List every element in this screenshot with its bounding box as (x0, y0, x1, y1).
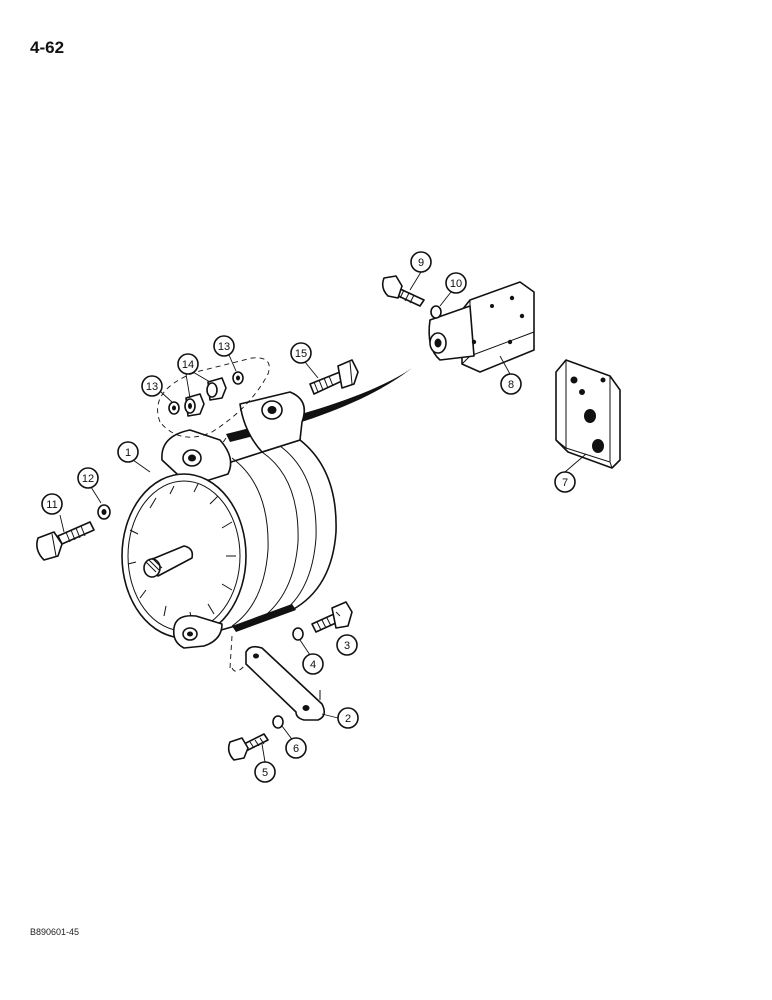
callout-7: 7 (554, 471, 576, 493)
callout-12: 12 (77, 467, 99, 489)
bolt-11 (36, 521, 95, 561)
callout-10: 10 (445, 272, 467, 294)
leader-lines (59, 271, 587, 763)
adjusting-link (229, 635, 326, 721)
callout-9: 9 (410, 251, 432, 273)
bolt-9 (381, 275, 425, 307)
callout-13a: 13 (141, 375, 163, 397)
callout-15: 15 (290, 342, 312, 364)
bolt-5 (227, 733, 269, 761)
callout-label: 15 (295, 348, 307, 360)
nut-and-washer-set (168, 371, 244, 417)
callout-label: 10 (450, 278, 462, 290)
callout-label: 1 (125, 447, 131, 459)
bolt-15 (309, 359, 359, 395)
mounting-bracket (428, 281, 535, 373)
callout-label: 7 (562, 477, 568, 489)
callout-label: 11 (46, 499, 57, 511)
callout-label: 12 (82, 473, 94, 485)
washer-4 (292, 627, 304, 641)
callout-label: 2 (345, 713, 351, 725)
callout-label: 8 (508, 379, 514, 391)
hardware-group-outline (157, 357, 270, 438)
washer-10 (430, 305, 442, 319)
bolt-3 (311, 601, 353, 633)
callout-2: 2 (337, 707, 359, 729)
callout-label: 9 (418, 257, 424, 269)
callout-label: 3 (344, 640, 350, 652)
callout-label: 6 (293, 743, 299, 755)
callout-3: 3 (336, 634, 358, 656)
alternator (121, 391, 337, 649)
callout-8: 8 (500, 373, 522, 395)
callout-label: 13 (218, 341, 230, 353)
callout-1: 1 (117, 441, 139, 463)
callout-6: 6 (285, 737, 307, 759)
callout-label: 14 (182, 359, 194, 371)
callout-label: 4 (310, 659, 316, 671)
page-number: 4-62 (30, 38, 65, 57)
callout-13b: 13 (213, 335, 235, 357)
callout-label: 5 (262, 767, 268, 779)
figure-code: B890601-45 (30, 927, 80, 937)
callout-11: 11 (41, 493, 63, 515)
callout-label: 13 (146, 381, 158, 393)
callout-5: 5 (254, 761, 276, 783)
callout-4: 4 (302, 653, 324, 675)
spacer-plate (555, 359, 621, 469)
callout-14: 14 (177, 353, 199, 375)
washer-6 (272, 715, 284, 729)
